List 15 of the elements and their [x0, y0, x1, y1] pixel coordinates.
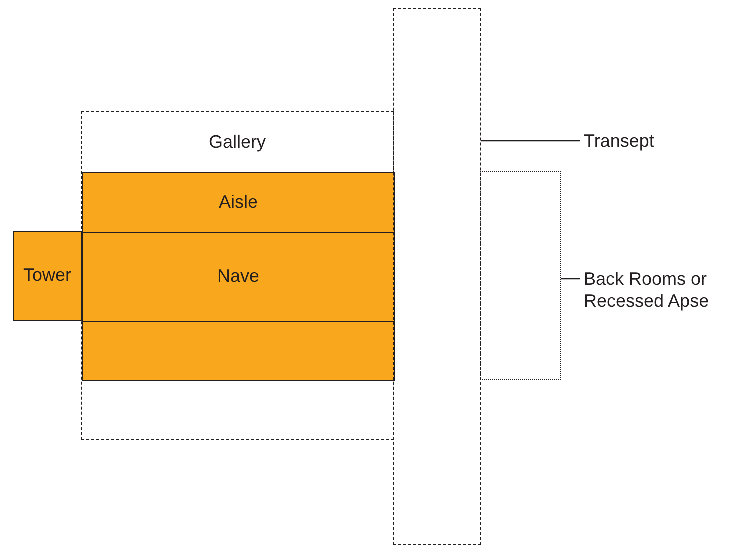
room-label: Nave: [216, 266, 261, 286]
nave-block: [82, 232, 395, 322]
leader-line: [481, 140, 580, 142]
room-label: Gallery: [208, 132, 267, 152]
aisle-block: [82, 172, 395, 233]
leader-line: [561, 278, 580, 280]
tower-block: [13, 231, 82, 321]
callout-text: Back Rooms or Recessed Apse: [584, 268, 729, 312]
apse-outline: [480, 171, 561, 380]
transept-outline: [393, 8, 481, 545]
room-label: Aisle: [218, 192, 259, 212]
callout-text: Transept: [584, 130, 684, 152]
room-label: Tower: [22, 265, 72, 285]
aisle-block: [82, 321, 395, 381]
gallery-outline: [81, 111, 394, 440]
